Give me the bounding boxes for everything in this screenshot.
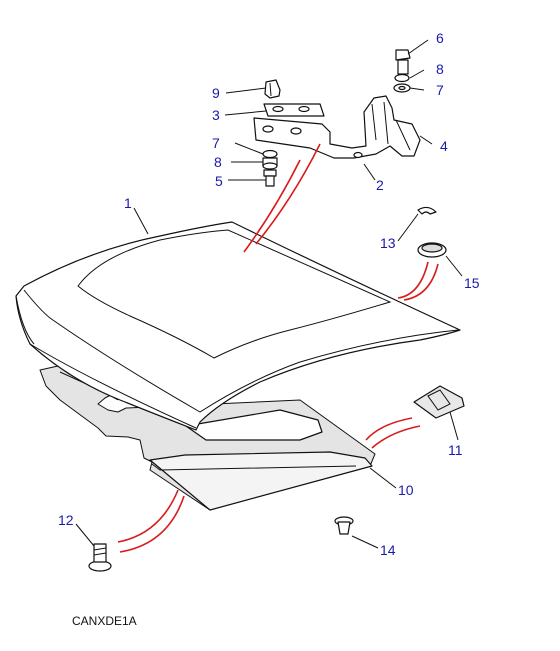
- callout-15: 15: [464, 275, 480, 291]
- red-leaders: [117, 143, 439, 553]
- callout-6: 6: [436, 30, 444, 46]
- left-fastener-stack: [262, 149, 278, 187]
- callout-8-right: 8: [436, 61, 444, 77]
- trim-panel: [39, 365, 376, 511]
- drawing-code: CANXDE1A: [72, 614, 137, 628]
- callout-3: 3: [212, 107, 220, 123]
- callout-13: 13: [380, 235, 396, 251]
- spring-clip: [417, 206, 437, 215]
- right-fastener-stack: [393, 49, 411, 93]
- nut: [264, 79, 281, 99]
- callout-5: 5: [215, 173, 223, 189]
- callout-4: 4: [440, 138, 448, 154]
- callout-9: 9: [212, 85, 220, 101]
- callout-7-right: 7: [436, 82, 444, 98]
- callout-8-left: 8: [214, 154, 222, 170]
- callout-2: 2: [376, 177, 384, 193]
- grommet: [417, 242, 447, 258]
- hinge-bracket: [253, 95, 421, 159]
- callout-11: 11: [448, 442, 463, 458]
- plug: [334, 516, 354, 535]
- screw: [88, 543, 112, 572]
- leader-lines: [75, 39, 463, 549]
- panel-clip: [413, 385, 465, 419]
- hinge-plate: [263, 103, 325, 117]
- callout-1: 1: [124, 195, 132, 211]
- boot-lid: [15, 221, 461, 431]
- callout-12: 12: [58, 512, 74, 528]
- callout-10: 10: [398, 482, 414, 498]
- callout-14: 14: [380, 542, 396, 558]
- callout-7-left: 7: [212, 135, 220, 151]
